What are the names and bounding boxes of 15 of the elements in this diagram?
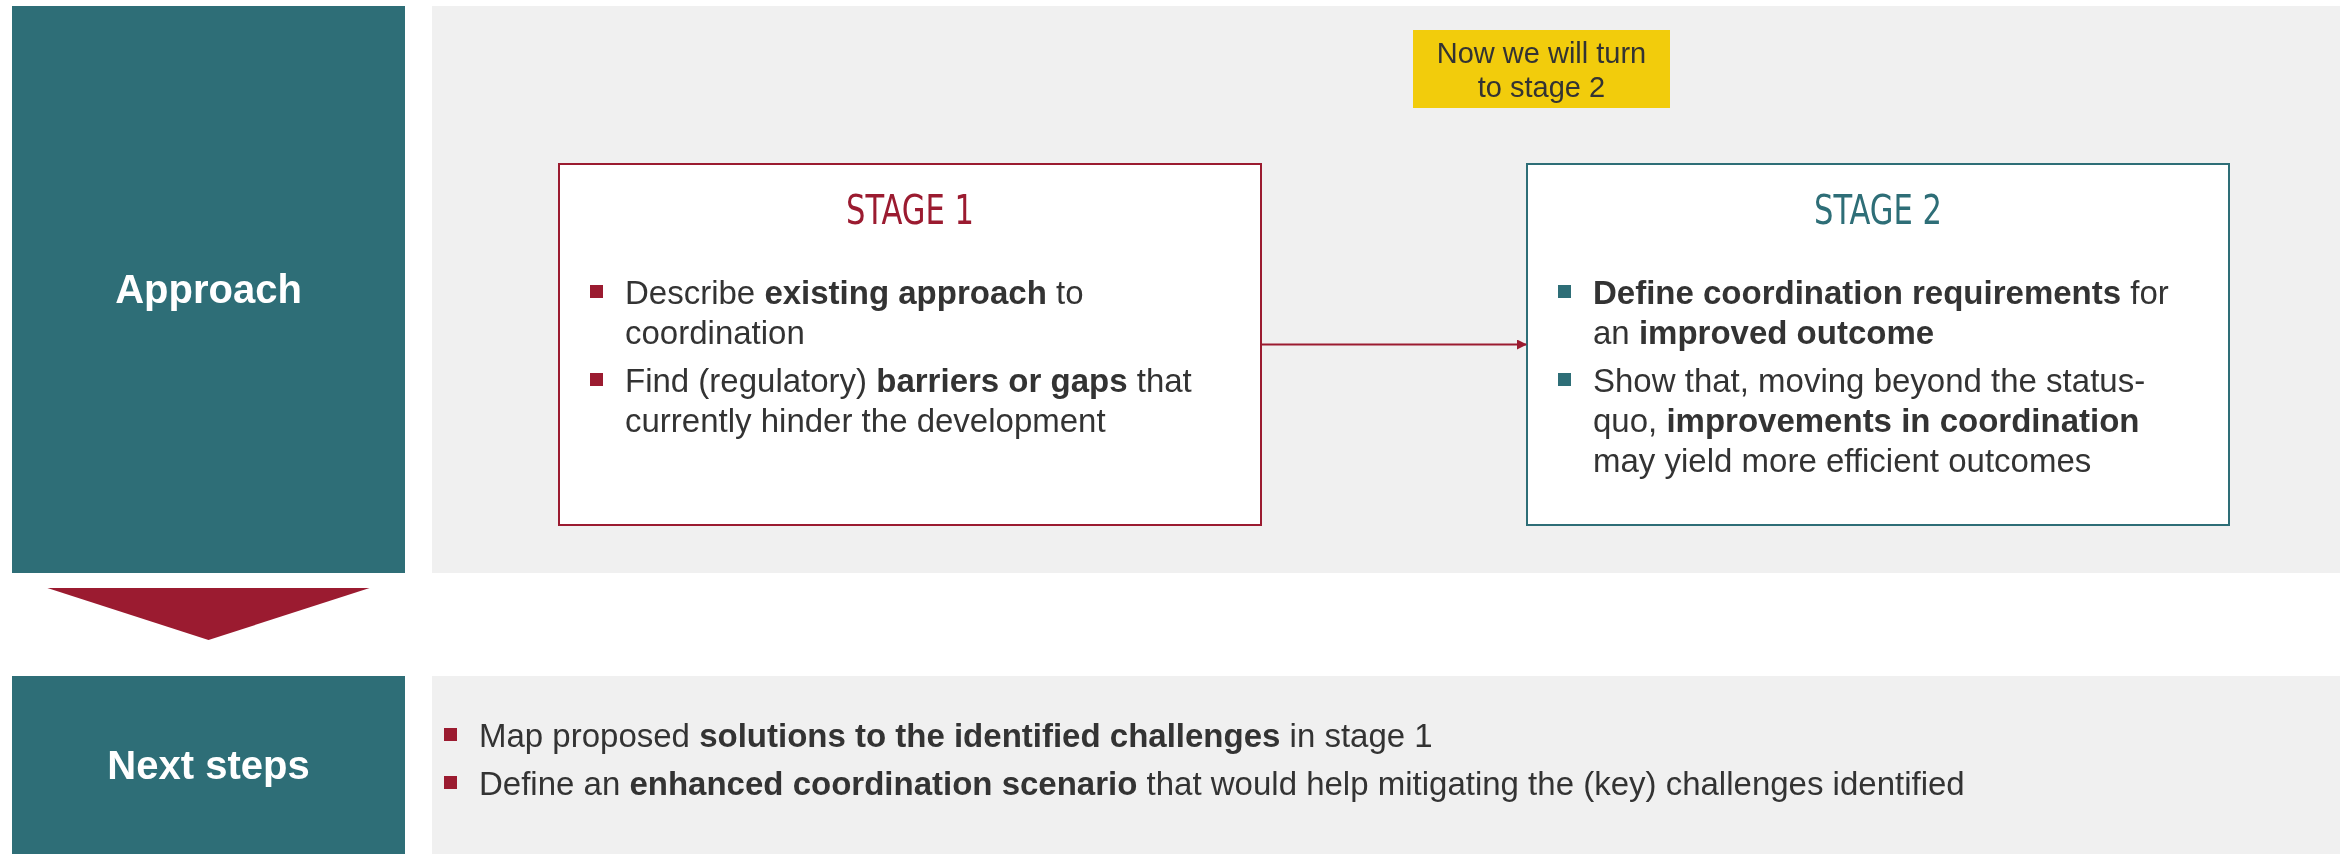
section-label-box: Next steps	[12, 676, 405, 854]
bullet-text: Define an enhanced coordination scenario that would help mitigating the (key) challenges identified	[479, 764, 1965, 804]
bullet-text: Find (regulatory) barriers or gaps that currently hinder the development	[625, 361, 1193, 441]
stage-heading: STAGE 2	[1813, 187, 1943, 233]
bullet-text: Show that, moving beyond the status-quo, improvements in coordination may yield more efficient outcomes	[1593, 361, 2147, 481]
arrow	[1261, 339, 1527, 350]
chevron-arrow	[47, 588, 370, 640]
stage-heading: STAGE 1	[845, 187, 975, 233]
section-label-box: Approach	[12, 6, 405, 573]
bullet-text: Map proposed solutions to the identified challenges in stage 1	[479, 716, 1433, 756]
stage-box	[1526, 163, 2230, 526]
panel-background	[432, 676, 2340, 854]
bullet-text: Define coordination requirements for an improved outcome	[1593, 273, 2170, 353]
stage-box	[558, 163, 1262, 526]
callout-bubble: Now we will turn to stage 2	[1413, 30, 1670, 108]
